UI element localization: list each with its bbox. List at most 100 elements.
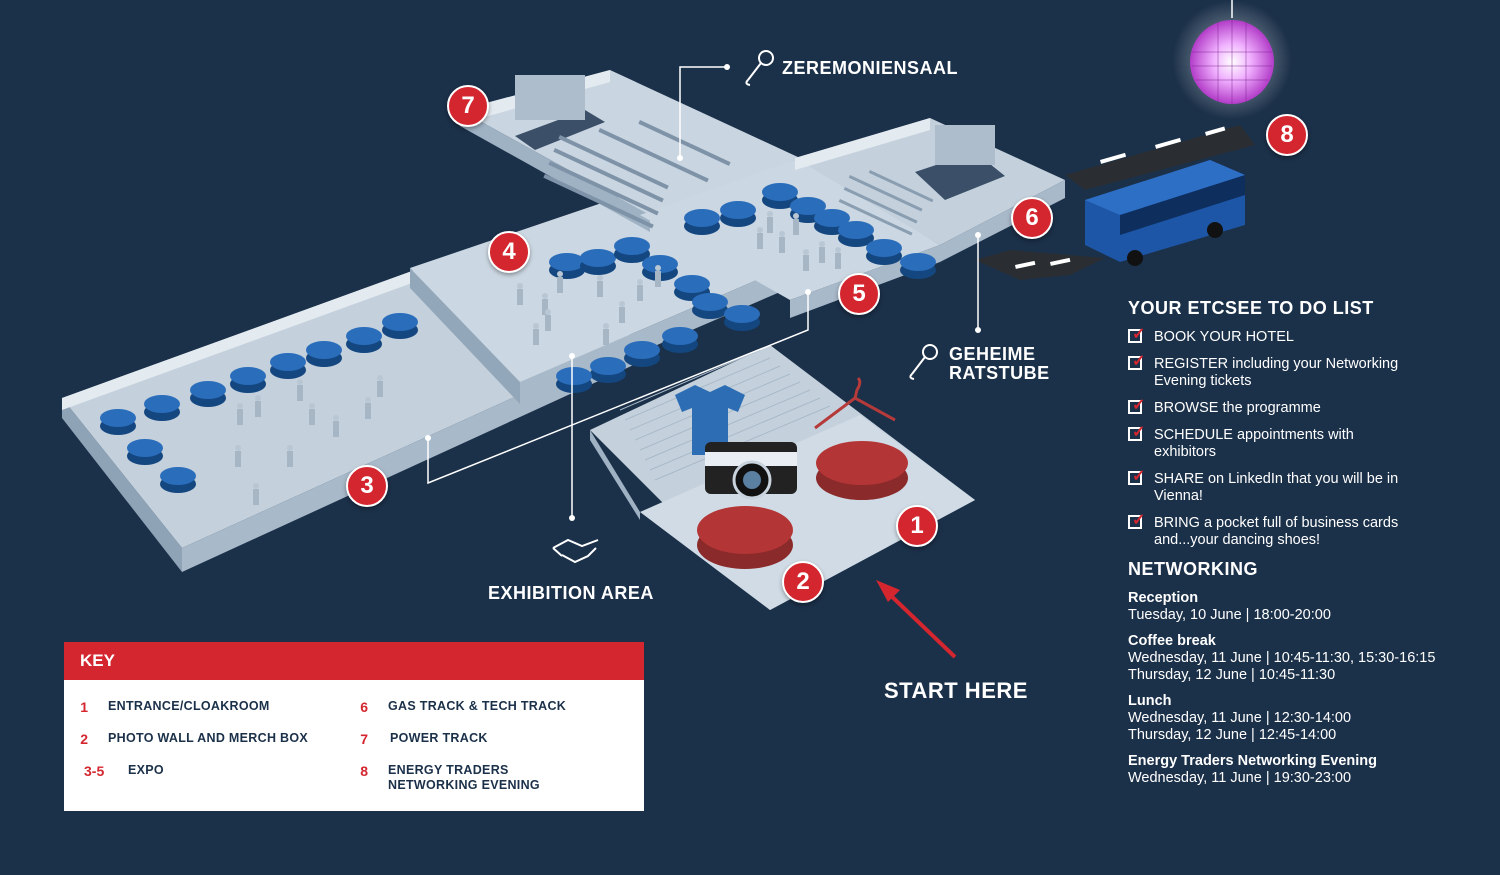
visitor-figure bbox=[253, 483, 259, 505]
marker-3[interactable]: 3 bbox=[346, 465, 388, 507]
booth-table bbox=[549, 253, 585, 279]
todo-text: BOOK YOUR HOTEL bbox=[1154, 329, 1294, 345]
networking-block: Lunch Wednesday, 11 June | 12:30-14:00 T… bbox=[1128, 693, 1468, 744]
visitor-figure bbox=[255, 395, 261, 417]
networking-name: Lunch bbox=[1128, 693, 1172, 709]
photo-wall-stands bbox=[697, 441, 908, 569]
visitor-figure bbox=[517, 283, 523, 305]
key-label: PHOTO WALL AND MERCH BOX bbox=[108, 731, 309, 745]
todo-text-cont: and...your dancing shoes! bbox=[1154, 532, 1321, 548]
networking-time: Wednesday, 11 June | 12:30-14:00 bbox=[1128, 710, 1352, 726]
booth-table bbox=[590, 357, 626, 383]
networking-name: Reception bbox=[1128, 590, 1199, 606]
check-icon: ✓ bbox=[1128, 425, 1145, 441]
visitor-figure bbox=[545, 309, 551, 331]
visitor-figure bbox=[757, 227, 763, 249]
chairs-hall-6 bbox=[838, 169, 934, 236]
key-item: 7 POWER TRACK bbox=[344, 731, 488, 747]
visitor-figure bbox=[309, 403, 315, 425]
todo-text: REGISTER including your Networking bbox=[1154, 356, 1399, 372]
check-icon: ✓ bbox=[1128, 398, 1145, 414]
marker-5[interactable]: 5 bbox=[838, 273, 880, 315]
camera-icon bbox=[705, 442, 797, 500]
microphone-icon bbox=[909, 344, 938, 380]
visitor-figure bbox=[297, 379, 303, 401]
booth-table bbox=[100, 409, 136, 435]
networking-title: NETWORKING bbox=[1128, 559, 1258, 579]
visitor-figure bbox=[365, 397, 371, 419]
visitor-figure bbox=[819, 241, 825, 263]
chairs-hall-7 bbox=[543, 120, 731, 229]
visitor-figure bbox=[619, 301, 625, 323]
networking-block: Coffee break Wednesday, 11 June | 10:45-… bbox=[1128, 633, 1468, 684]
booth-table bbox=[160, 467, 196, 493]
visitor-figure bbox=[333, 415, 339, 437]
booth-table bbox=[866, 239, 902, 265]
key-label-cont: NETWORKING EVENING bbox=[388, 778, 540, 792]
bus-icon bbox=[1085, 160, 1245, 266]
marker-7[interactable]: 7 bbox=[447, 85, 489, 127]
networking-time: Wednesday, 11 June | 19:30-23:00 bbox=[1128, 770, 1352, 786]
networking-name: Energy Traders Networking Evening bbox=[1128, 753, 1377, 769]
booth-table bbox=[900, 253, 936, 279]
visitor-figure bbox=[803, 249, 809, 271]
booth-table bbox=[306, 341, 342, 367]
booth-table bbox=[838, 221, 874, 247]
booth-table bbox=[144, 395, 180, 421]
networking-block: Reception Tuesday, 10 June | 18:00-20:00 bbox=[1128, 590, 1468, 624]
leader-dots bbox=[425, 64, 981, 521]
visitor-figure bbox=[779, 231, 785, 253]
todo-text-cont: Vienna! bbox=[1154, 488, 1203, 504]
visitor-figure bbox=[237, 403, 243, 425]
booth-table bbox=[692, 293, 728, 319]
road bbox=[975, 125, 1255, 280]
visitor-figure bbox=[542, 293, 548, 315]
booth-table bbox=[684, 209, 720, 235]
networking-time: Thursday, 12 June | 12:45-14:00 bbox=[1128, 727, 1337, 743]
info-panel: YOUR ETCSEE TO DO LIST ✓ BOOK YOUR HOTEL… bbox=[1128, 298, 1468, 796]
todo-text-cont: exhibitors bbox=[1154, 444, 1217, 460]
marker-8[interactable]: 8 bbox=[1266, 114, 1308, 156]
booth-table bbox=[614, 237, 650, 263]
booth-table bbox=[790, 197, 826, 223]
booth-table bbox=[762, 183, 798, 209]
networking-time: Thursday, 12 June | 10:45-11:30 bbox=[1128, 667, 1336, 683]
booth-table bbox=[662, 327, 698, 353]
key-title: KEY bbox=[64, 642, 644, 680]
marker-2[interactable]: 2 bbox=[782, 561, 824, 603]
booth-table bbox=[556, 367, 592, 393]
visitor-figure bbox=[637, 279, 643, 301]
check-icon: ✓ bbox=[1128, 327, 1145, 343]
check-icon: ✓ bbox=[1128, 469, 1145, 485]
label-start-here: START HERE bbox=[884, 678, 1028, 703]
networking-time: Tuesday, 10 June | 18:00-20:00 bbox=[1128, 607, 1331, 623]
label-geheime-ratstube: GEHEIME RATSTUBE bbox=[949, 345, 1050, 383]
networking-name: Coffee break bbox=[1128, 633, 1216, 649]
stages bbox=[515, 75, 1005, 200]
check-icon: ✓ bbox=[1128, 513, 1145, 529]
disco-ball-icon bbox=[1172, 0, 1292, 120]
todo-title: YOUR ETCSEE TO DO LIST bbox=[1128, 298, 1374, 318]
todo-text: BRING a pocket full of business cards bbox=[1154, 515, 1399, 531]
marker-4[interactable]: 4 bbox=[488, 231, 530, 273]
todo-list: ✓ BOOK YOUR HOTEL ✓ REGISTER including y… bbox=[1128, 327, 1468, 549]
booth-table bbox=[346, 327, 382, 353]
booth-table bbox=[724, 305, 760, 331]
key-item: 8 ENERGY TRADERS NETWORKING EVENING bbox=[344, 763, 540, 793]
key-number: 2 bbox=[80, 731, 88, 747]
visitor-figure bbox=[835, 247, 841, 269]
networking-block: Energy Traders Networking Evening Wednes… bbox=[1128, 753, 1468, 787]
key-label: POWER TRACK bbox=[390, 731, 488, 745]
todo-item: ✓ BROWSE the programme bbox=[1128, 398, 1468, 417]
label-zeremoniensaal: ZEREMONIENSAAL bbox=[782, 58, 959, 78]
key-label: EXPO bbox=[128, 763, 164, 777]
marker-6[interactable]: 6 bbox=[1011, 197, 1053, 239]
label-geheime-line2: RATSTUBE bbox=[949, 363, 1050, 383]
booth-table bbox=[580, 249, 616, 275]
visitor-figures bbox=[235, 211, 841, 505]
marker-1[interactable]: 1 bbox=[896, 505, 938, 547]
